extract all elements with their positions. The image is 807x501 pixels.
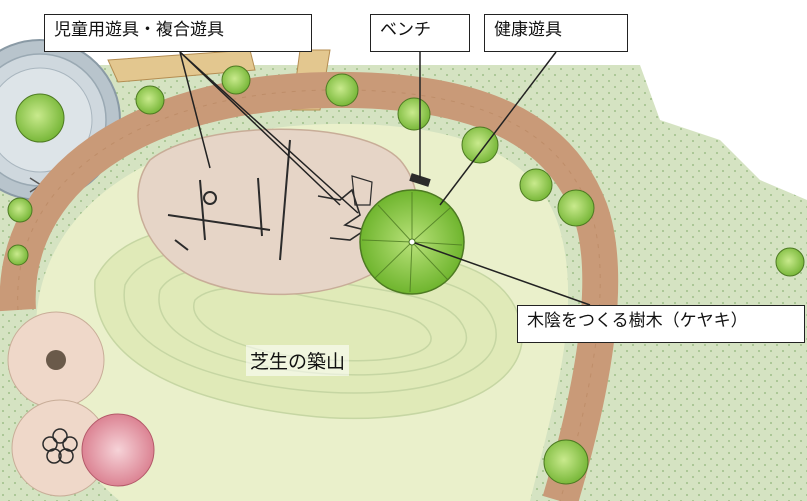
circular-plaza <box>0 39 121 201</box>
callout-fitness-equipment: 健康遊具 <box>484 14 628 52</box>
flower-planting-mounds <box>7 311 155 497</box>
callout-playground-equipment: 児童用遊具・複合遊具 <box>44 14 312 52</box>
label-lawn-mound: 芝生の築山 <box>246 345 350 376</box>
callout-bench: ベンチ <box>370 14 470 52</box>
shade-tree <box>359 189 465 295</box>
playground-area <box>137 128 418 296</box>
trees-bottom-right <box>543 247 805 485</box>
bench <box>409 173 431 187</box>
trees-along-path <box>7 65 595 266</box>
callout-leader-lines <box>179 51 591 306</box>
callout-shade-tree: 木陰をつくる樹木（ケヤキ） <box>517 305 805 343</box>
